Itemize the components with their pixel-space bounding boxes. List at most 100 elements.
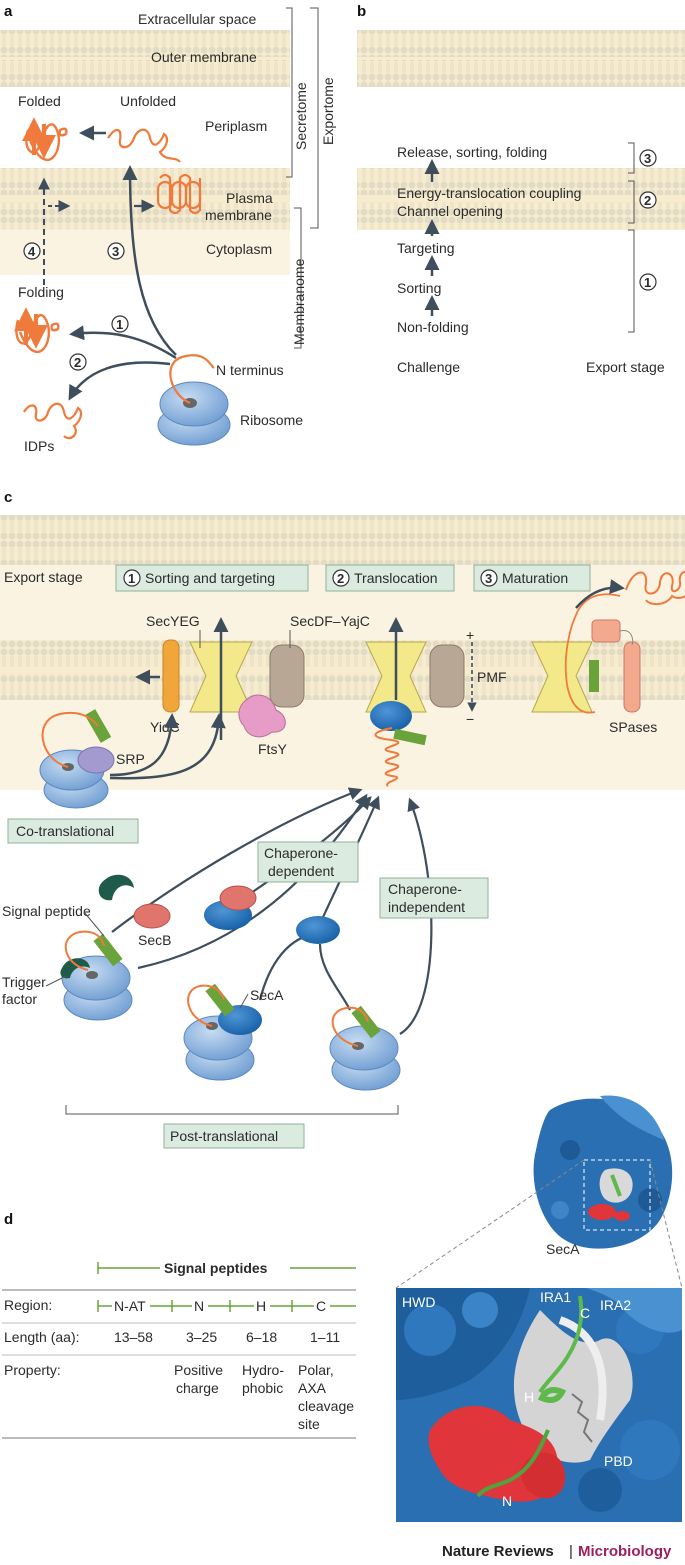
- trigger-to-channel-arrow: [137, 793, 368, 970]
- region-label: Region:: [4, 1297, 52, 1313]
- seca-leader: [239, 993, 249, 1009]
- signal-peptide-at-channel: [393, 728, 427, 746]
- signal-peptide-leader: [83, 911, 105, 937]
- chaperone-indep-1: Chaperone-: [388, 881, 462, 897]
- ira2-label: IRA2: [600, 1297, 631, 1313]
- unfolded-protein: [107, 128, 181, 163]
- stage2-circle: [639, 191, 657, 209]
- prop-c-1: Polar,: [298, 1362, 334, 1378]
- cleaved-signal-peptide: [589, 660, 599, 692]
- cytoplasmic-folding-arrow: [69, 325, 177, 360]
- posttranslational-box: [163, 1123, 305, 1149]
- released-protein: [625, 571, 685, 606]
- c-n1-circle: [123, 569, 141, 587]
- stage1-bracket: [628, 229, 635, 333]
- panel-a: a Extracellular space Outer membrane Per…: [0, 3, 336, 454]
- secyeg-label: SecYEG: [146, 613, 200, 629]
- hwd-label: HWD: [402, 1294, 435, 1310]
- h-label: H: [524, 1389, 534, 1405]
- idps-chain: [23, 402, 83, 440]
- length-n: 3–25: [186, 1329, 217, 1345]
- chaperone-dep-2: dependent: [268, 863, 334, 879]
- step-1-number: 1: [116, 317, 123, 332]
- prop-c-3: cleavage: [298, 1398, 354, 1414]
- outer-membrane-lipids-top: [0, 30, 290, 57]
- maturation-label: Maturation: [502, 570, 568, 586]
- pmf-label: PMF: [477, 669, 507, 685]
- step-3-circle: [107, 242, 125, 260]
- nonfolding-label: Non-folding: [397, 319, 469, 335]
- ribosome-independent: [329, 1005, 401, 1091]
- length-h: 6–18: [246, 1329, 277, 1345]
- export-stage-label: Export stage: [586, 359, 665, 375]
- plasma-label: Plasma: [226, 190, 273, 206]
- ribosome-seca: [183, 983, 262, 1081]
- translocating-chain: [374, 727, 400, 787]
- extracellular-label: Extracellular space: [138, 11, 256, 27]
- journal-name: Nature Reviews: [442, 1543, 554, 1560]
- panel-b: b Release, sorting, folding Energy-trans…: [357, 3, 685, 375]
- stage3-circle: [639, 149, 657, 167]
- stage3-number: 3: [644, 151, 651, 166]
- secretion-arrow: [122, 165, 177, 356]
- yidc-shape: [162, 639, 180, 713]
- step-2-number: 2: [74, 355, 81, 370]
- membranome-bracket: [294, 207, 302, 349]
- region-h: H: [256, 1298, 266, 1314]
- secretome-label: Secretome: [293, 82, 309, 150]
- prop-c-4: site: [298, 1416, 320, 1432]
- seca-at-channel: [370, 701, 412, 731]
- membranome-label: Membranome: [291, 258, 307, 345]
- seca-overview-label: SecA: [546, 1241, 580, 1257]
- release-arrow: [575, 579, 625, 609]
- posttranslational-label: Post-translational: [170, 1128, 278, 1144]
- unfolded-label: Unfolded: [120, 93, 176, 109]
- panel-d-label: d: [4, 1211, 13, 1228]
- spase-body: [623, 641, 641, 713]
- n-term-label: N: [502, 1493, 512, 1509]
- seca-secb-complex-secb: [219, 885, 257, 911]
- footer: Nature Reviews | Microbiology: [442, 1543, 672, 1560]
- spase-linker: [619, 630, 634, 646]
- chaperone-independent-arrow: [399, 797, 433, 1035]
- stage1-circle: [639, 273, 657, 291]
- journal-section: Microbiology: [578, 1543, 672, 1560]
- c-n2-circle: [332, 569, 350, 587]
- b-plasma-lipids-bottom: [357, 202, 685, 229]
- challenge-label: Challenge: [397, 359, 460, 375]
- targeting-label: Targeting: [397, 240, 455, 256]
- signal-peptides-title: Signal peptides: [164, 1260, 268, 1276]
- step-4-number: 4: [28, 244, 36, 259]
- ribosome-a: [157, 354, 231, 446]
- c-n2: 2: [337, 571, 344, 586]
- cytoplasm-band: [0, 230, 290, 275]
- trigger-leader: [45, 975, 67, 987]
- trigger-label-1: Trigger: [2, 974, 46, 990]
- cytoplasm-label: Cytoplasm: [206, 241, 272, 257]
- spase-head: [591, 619, 621, 643]
- release-label: Release, sorting, folding: [397, 144, 547, 160]
- pmf-plus: +: [466, 627, 474, 643]
- srp-label: SRP: [116, 751, 145, 767]
- seca-zoom-structure: [396, 1288, 682, 1522]
- free-trigger-factor: [98, 874, 134, 901]
- property-label: Property:: [4, 1362, 61, 1378]
- zoom-line-right: [649, 1159, 683, 1289]
- step-4-circle: [23, 242, 41, 260]
- prop-h-2: phobic: [242, 1380, 283, 1396]
- seca-overview-structure: [533, 1095, 673, 1249]
- journal-separator: |: [569, 1543, 573, 1560]
- ribosome-srp: [39, 709, 115, 809]
- step-1-circle: [111, 315, 129, 333]
- sorting-label: Sorting: [397, 280, 441, 296]
- panel-a-label: a: [4, 3, 13, 20]
- exportome-bracket: [310, 7, 319, 229]
- length-nat: 13–58: [114, 1329, 153, 1345]
- exportome-label: Exportome: [320, 77, 336, 145]
- spases-label: SPases: [609, 719, 657, 735]
- c-n3-circle: [480, 569, 498, 587]
- outer-membrane-label: Outer membrane: [151, 49, 257, 65]
- posttranslational-bracket: [65, 1105, 399, 1115]
- signal-peptide-label: Signal peptide: [2, 903, 91, 919]
